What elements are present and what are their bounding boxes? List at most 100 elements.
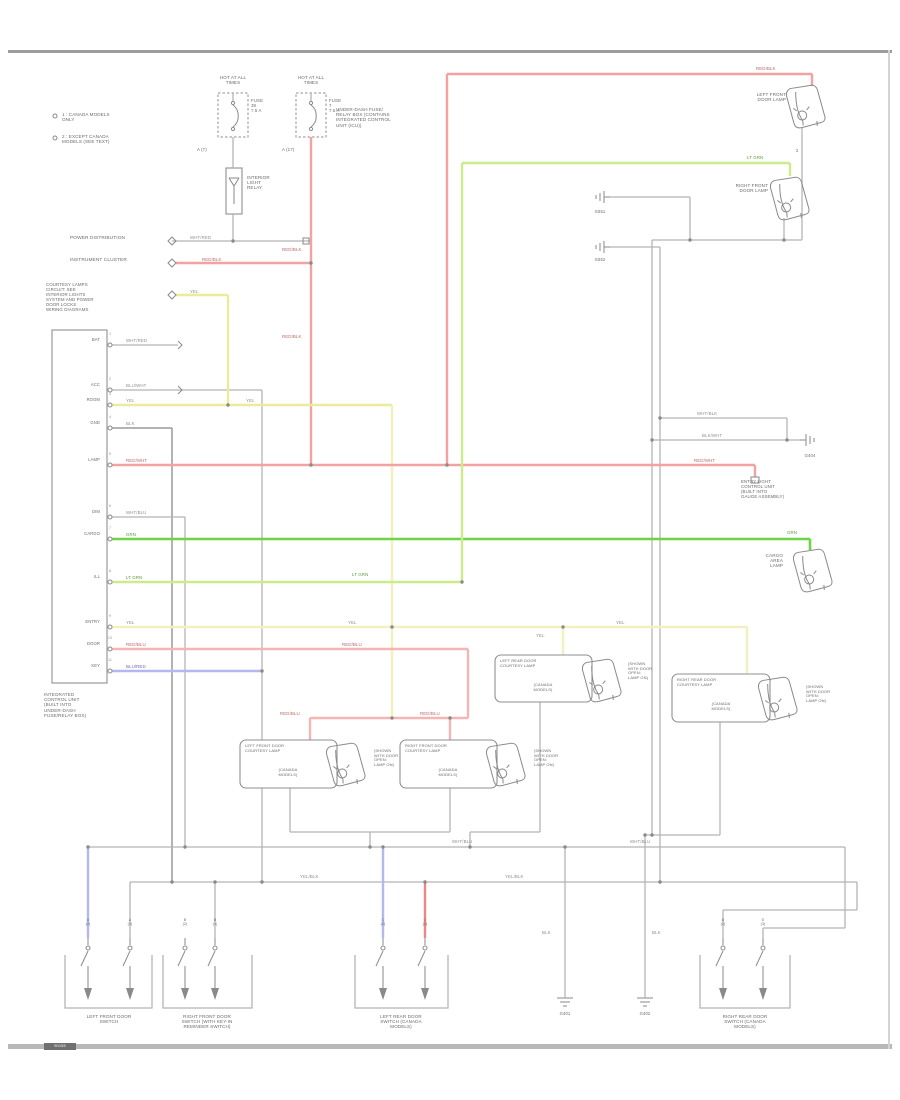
underdash-box-label: UNDER-DASH FUSE/ RELAY BOX (CONTAINS INT… <box>336 107 391 128</box>
wire-label-pin: WHT/RED <box>126 338 148 343</box>
switch-ref: B (3) <box>212 918 218 927</box>
cargo-lamp-label: CARGO AREA LAMP <box>765 553 783 569</box>
wire-label-pin: GRN <box>126 532 137 537</box>
icu-box <box>51 329 113 684</box>
wire-label-whtred: WHT/RED <box>190 235 212 240</box>
interior-light-relay-symbol <box>225 167 243 215</box>
interior-light-relay-label: INTERIOR LIGHT RELAY <box>247 175 270 191</box>
legend-markers <box>52 113 58 141</box>
footer-code-chip <box>44 1043 76 1050</box>
icu-pin-number: 2 <box>108 377 112 381</box>
switch-group-2-label: RIGHT FRONT DOOR SWITCH (WITH KEY-IN REM… <box>181 1014 233 1030</box>
wire-label-ltgrn-2: LT GRN <box>352 572 369 577</box>
wire-label-whtblu-bus1b: WHT/BLU <box>630 839 651 844</box>
wire-label-pin: RED/WHT <box>126 458 148 463</box>
switch-ref: D (3) <box>760 918 766 927</box>
icu-pin-number: 3 <box>108 392 112 396</box>
lamp-left-front-label: LEFT FRONT DOOR LAMP <box>756 92 786 103</box>
icu-pin-number: 10 <box>107 636 113 640</box>
wire-label-blkwht: BLK/WHT <box>702 433 723 438</box>
ground-label-g552: G552 <box>594 257 606 262</box>
assembly-d-note: (CANADA MODELS) <box>438 767 458 777</box>
wire-label-pin: YEL <box>126 620 135 625</box>
wire-label-pin: BLU/RED <box>126 664 146 669</box>
icu-pin-number: 6 <box>108 504 112 508</box>
fuse1-hot-label: HOT AT ALL TIMES <box>219 75 247 86</box>
legend-ref-2: 2 <box>796 148 799 153</box>
wire-label-redwht-r: RED/WHT <box>694 458 716 463</box>
icu-pin-name: ENTRY <box>85 619 100 624</box>
wire-label-blk-g402: BLK <box>652 930 661 935</box>
wire-label-redblu-c: RED/BLU <box>280 711 300 716</box>
switch-ref: D (2) <box>720 918 726 927</box>
fuse1-name: FUSE 39 7.5 A <box>251 98 264 114</box>
ground-label-g402: G402 <box>639 1011 651 1016</box>
wire-label-redblu-d: RED/BLU <box>420 711 440 716</box>
icu-pin-number: 4 <box>108 415 112 419</box>
lamp-assembly-boxes <box>239 654 771 789</box>
switch-ref: B (2) <box>182 918 188 927</box>
icu-pin-name: ROOM <box>86 397 100 402</box>
door-switch-symbols <box>80 938 767 1000</box>
wire-label-ltgrn-top: LT GRN <box>747 155 764 160</box>
wire-label-redblk-top: RED/BLK <box>756 66 776 71</box>
switch-ref: C (3) <box>422 918 428 927</box>
assembly-d-side-note: (SHOWN WITH DOOR OPEN: LAMP ON) <box>534 748 559 767</box>
page-right-rule <box>888 50 890 1049</box>
switch-group-4-label: RIGHT REAR DOOR SWITCH (CANADA MODELS) <box>722 1014 768 1030</box>
wire-label-yel-2: YEL <box>246 398 255 403</box>
wire-label-redblk-1: RED/BLK <box>202 257 222 262</box>
switch-ref: A (3) <box>127 918 133 927</box>
wire-label-pin: RED/BLU <box>126 642 146 647</box>
wire-label-blk-g401: BLK <box>542 930 551 935</box>
icu-title: INTEGRATED CONTROL UNIT (BUILT INTO UNDE… <box>44 692 87 718</box>
wires-gray <box>88 128 858 995</box>
wire-label-yel-4: YEL <box>616 620 625 625</box>
icu-pin-name: ACC <box>90 382 100 387</box>
fuse-symbols <box>217 92 327 138</box>
icu-pin-name: LAMP <box>88 457 100 462</box>
assembly-c-note: (CANADA MODELS) <box>278 767 298 777</box>
legend-item-1: 1 : CANADA MODELS ONLY <box>62 112 110 123</box>
assembly-b-side-note: (SHOWN WITH DOOR OPEN: LAMP ON) <box>806 684 831 703</box>
wire-label-redblk-3: RED/BLK <box>282 334 302 339</box>
icu-pin-name: DOOR <box>87 641 100 646</box>
page-bottom-rule <box>8 1044 892 1049</box>
wire-label-redblu-2: RED/BLU <box>342 642 362 647</box>
fuse2-name: FUSE 7 7.5 A <box>329 98 342 114</box>
switch-ref: C (2) <box>380 918 386 927</box>
wire-label-redblk-2: RED/BLK <box>282 247 302 252</box>
assembly-c-title: LEFT FRONT DOOR COURTESY LAMP <box>245 743 285 753</box>
connector-ref-a17: A (17) <box>282 147 295 152</box>
icu-pin-number: 9 <box>108 614 112 618</box>
wires-colored <box>86 72 814 938</box>
wire-label-pin: YEL <box>126 398 135 403</box>
assembly-b-title: RIGHT REAR DOOR COURTESY LAMP <box>677 677 717 687</box>
wire-label-pin: BLK <box>126 421 135 426</box>
icu-pin-number: 1 <box>108 332 112 336</box>
ground-symbols <box>556 191 815 1007</box>
icu-pin-name: ILL <box>93 574 100 579</box>
icu-pin-number: 7 <box>108 526 112 530</box>
wire-label-pin: WHT/BLU <box>126 510 147 515</box>
wire-label-yelblk-bus2a: YEL/BLK <box>300 874 319 879</box>
switch-group-3-label: LEFT REAR DOOR SWITCH (CANADA MODELS) <box>380 1014 422 1030</box>
switch-ref: A (2) <box>85 918 91 927</box>
icu-pin-number: 5 <box>108 452 112 456</box>
assembly-c-side-note: (SHOWN WITH DOOR OPEN: LAMP ON) <box>374 748 399 767</box>
wire-label-yel-drop: YEL <box>536 633 545 638</box>
icu-pin-number: 8 <box>108 569 112 573</box>
icu-pin-name: BAT <box>91 337 100 342</box>
wire-label-yel-3: YEL <box>348 620 357 625</box>
icu-pin-name: DIM <box>92 509 100 514</box>
assembly-b-note: (CANADA MODELS) <box>711 701 731 711</box>
ground-label-g401: G401 <box>559 1011 571 1016</box>
assembly-a-title: LEFT REAR DOOR COURTESY LAMP <box>500 658 537 668</box>
lamp-right-front-label: RIGHT FRONT DOOR LAMP <box>735 183 768 194</box>
switch-group-brackets <box>64 955 791 1009</box>
wire-label-yelblk-bus2b: YEL/BLK <box>505 874 524 879</box>
instrument-cluster-label: INSTRUMENT CLUSTER <box>70 258 127 263</box>
assembly-a-side-note: (SHOWN WITH DOOR OPEN: LAMP ON) <box>628 661 653 680</box>
page-top-rule <box>8 50 892 53</box>
